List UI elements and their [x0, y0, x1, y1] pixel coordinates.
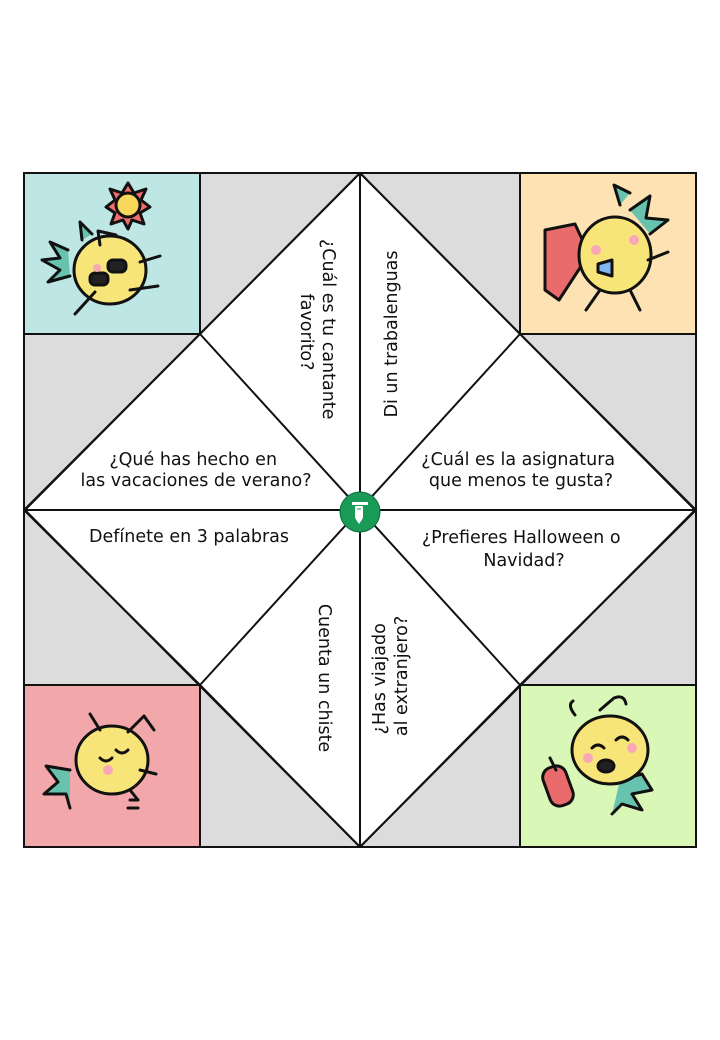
question-bottom-right: ¿Has viajado al extranjero? — [370, 616, 412, 736]
question-top-right: Di un trabalenguas — [382, 250, 402, 417]
pineapple-sunbathing-icon — [40, 181, 162, 316]
question-upper-left: ¿Qué has hecho en las vacaciones de vera… — [81, 450, 312, 491]
question-lower-right: ¿Prefieres Halloween o Navidad? — [422, 528, 626, 571]
svg-text:Cuenta un chiste: Cuenta un chiste — [314, 604, 334, 752]
pineapple-dancing-icon — [42, 712, 158, 810]
svg-text:¿Cuál es tu cantante fav: ¿Cuál es tu cantante favorito? — [296, 239, 338, 425]
question-bottom-left: Cuenta un chiste — [314, 604, 334, 752]
question-top-left: ¿Cuál es tu cantante favorito? — [296, 239, 338, 425]
pineapple-superhero-icon — [543, 183, 670, 312]
question-upper-right: ¿Cuál es la asignatura que menos te gust… — [421, 450, 620, 491]
pencil-logo-icon — [339, 491, 381, 533]
svg-text:Di un trabalenguas: Di un trabalenguas — [382, 250, 402, 417]
pineapple-popsicle-icon — [541, 695, 654, 816]
svg-text:¿Has viajado al extranje: ¿Has viajado al extranjero? — [370, 616, 412, 736]
question-lower-left: Defínete en 3 palabras — [89, 527, 289, 547]
